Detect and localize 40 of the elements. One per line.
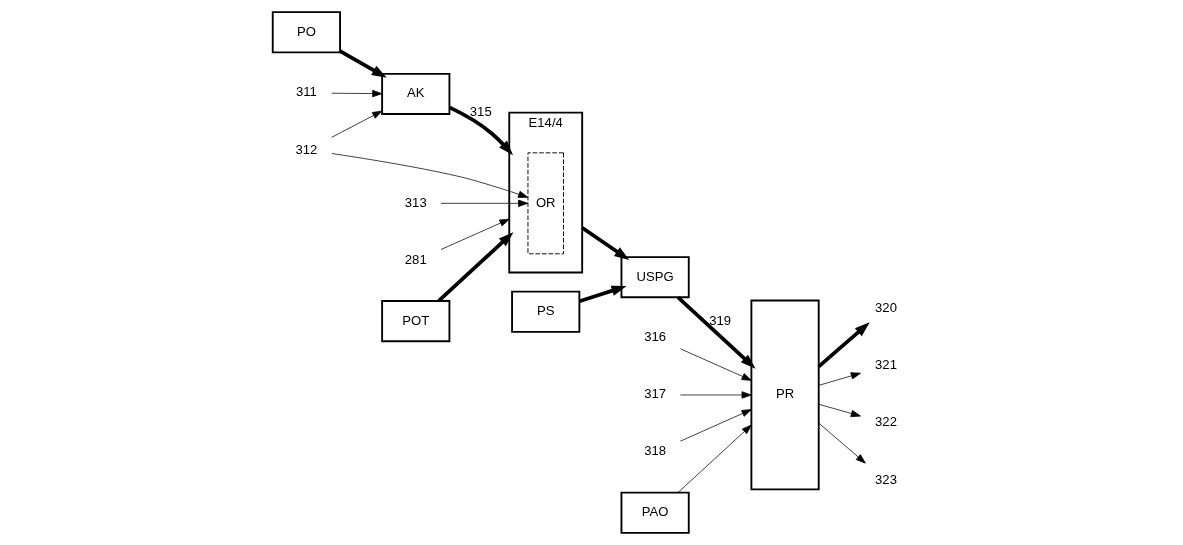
arrow [330, 89, 382, 98]
arrow [330, 153, 528, 198]
arrow [817, 372, 861, 386]
node-text: 281 [404, 251, 427, 267]
arrow [448, 105, 513, 156]
arrow [817, 422, 866, 464]
arrow [817, 322, 870, 368]
edge-label: 315 [469, 103, 492, 119]
node-text: 322 [874, 414, 897, 430]
node-box: PR [749, 299, 820, 491]
node-box: PS [510, 290, 580, 333]
node-box: PO [271, 11, 341, 54]
arrow [580, 226, 629, 261]
arrow [679, 348, 752, 381]
arrow [817, 403, 861, 418]
node-text: 320 [874, 300, 897, 316]
node-box: AK [380, 72, 450, 115]
node-box: PAO [620, 491, 690, 534]
node-text: 323 [874, 471, 897, 487]
arrow [440, 218, 510, 250]
node-box: POT [380, 300, 450, 343]
arrow [330, 110, 382, 138]
arrow [436, 232, 513, 303]
arrow [676, 296, 755, 369]
arrow [338, 49, 387, 78]
arrow [679, 409, 752, 442]
node-box: USPG [620, 256, 690, 299]
arrow [440, 199, 528, 207]
node-text: 317 [643, 386, 666, 402]
node-text: 311 [295, 84, 317, 100]
node-text: 321 [874, 357, 897, 373]
arrow [679, 391, 752, 399]
edge-label: 319 [708, 313, 731, 329]
node-box: OR [527, 152, 564, 255]
node-text: 318 [643, 443, 666, 459]
arrow [578, 285, 627, 303]
node-text: 313 [404, 194, 427, 210]
node-text: 312 [294, 141, 317, 157]
node-text: 316 [643, 329, 666, 345]
arrow [677, 424, 752, 493]
